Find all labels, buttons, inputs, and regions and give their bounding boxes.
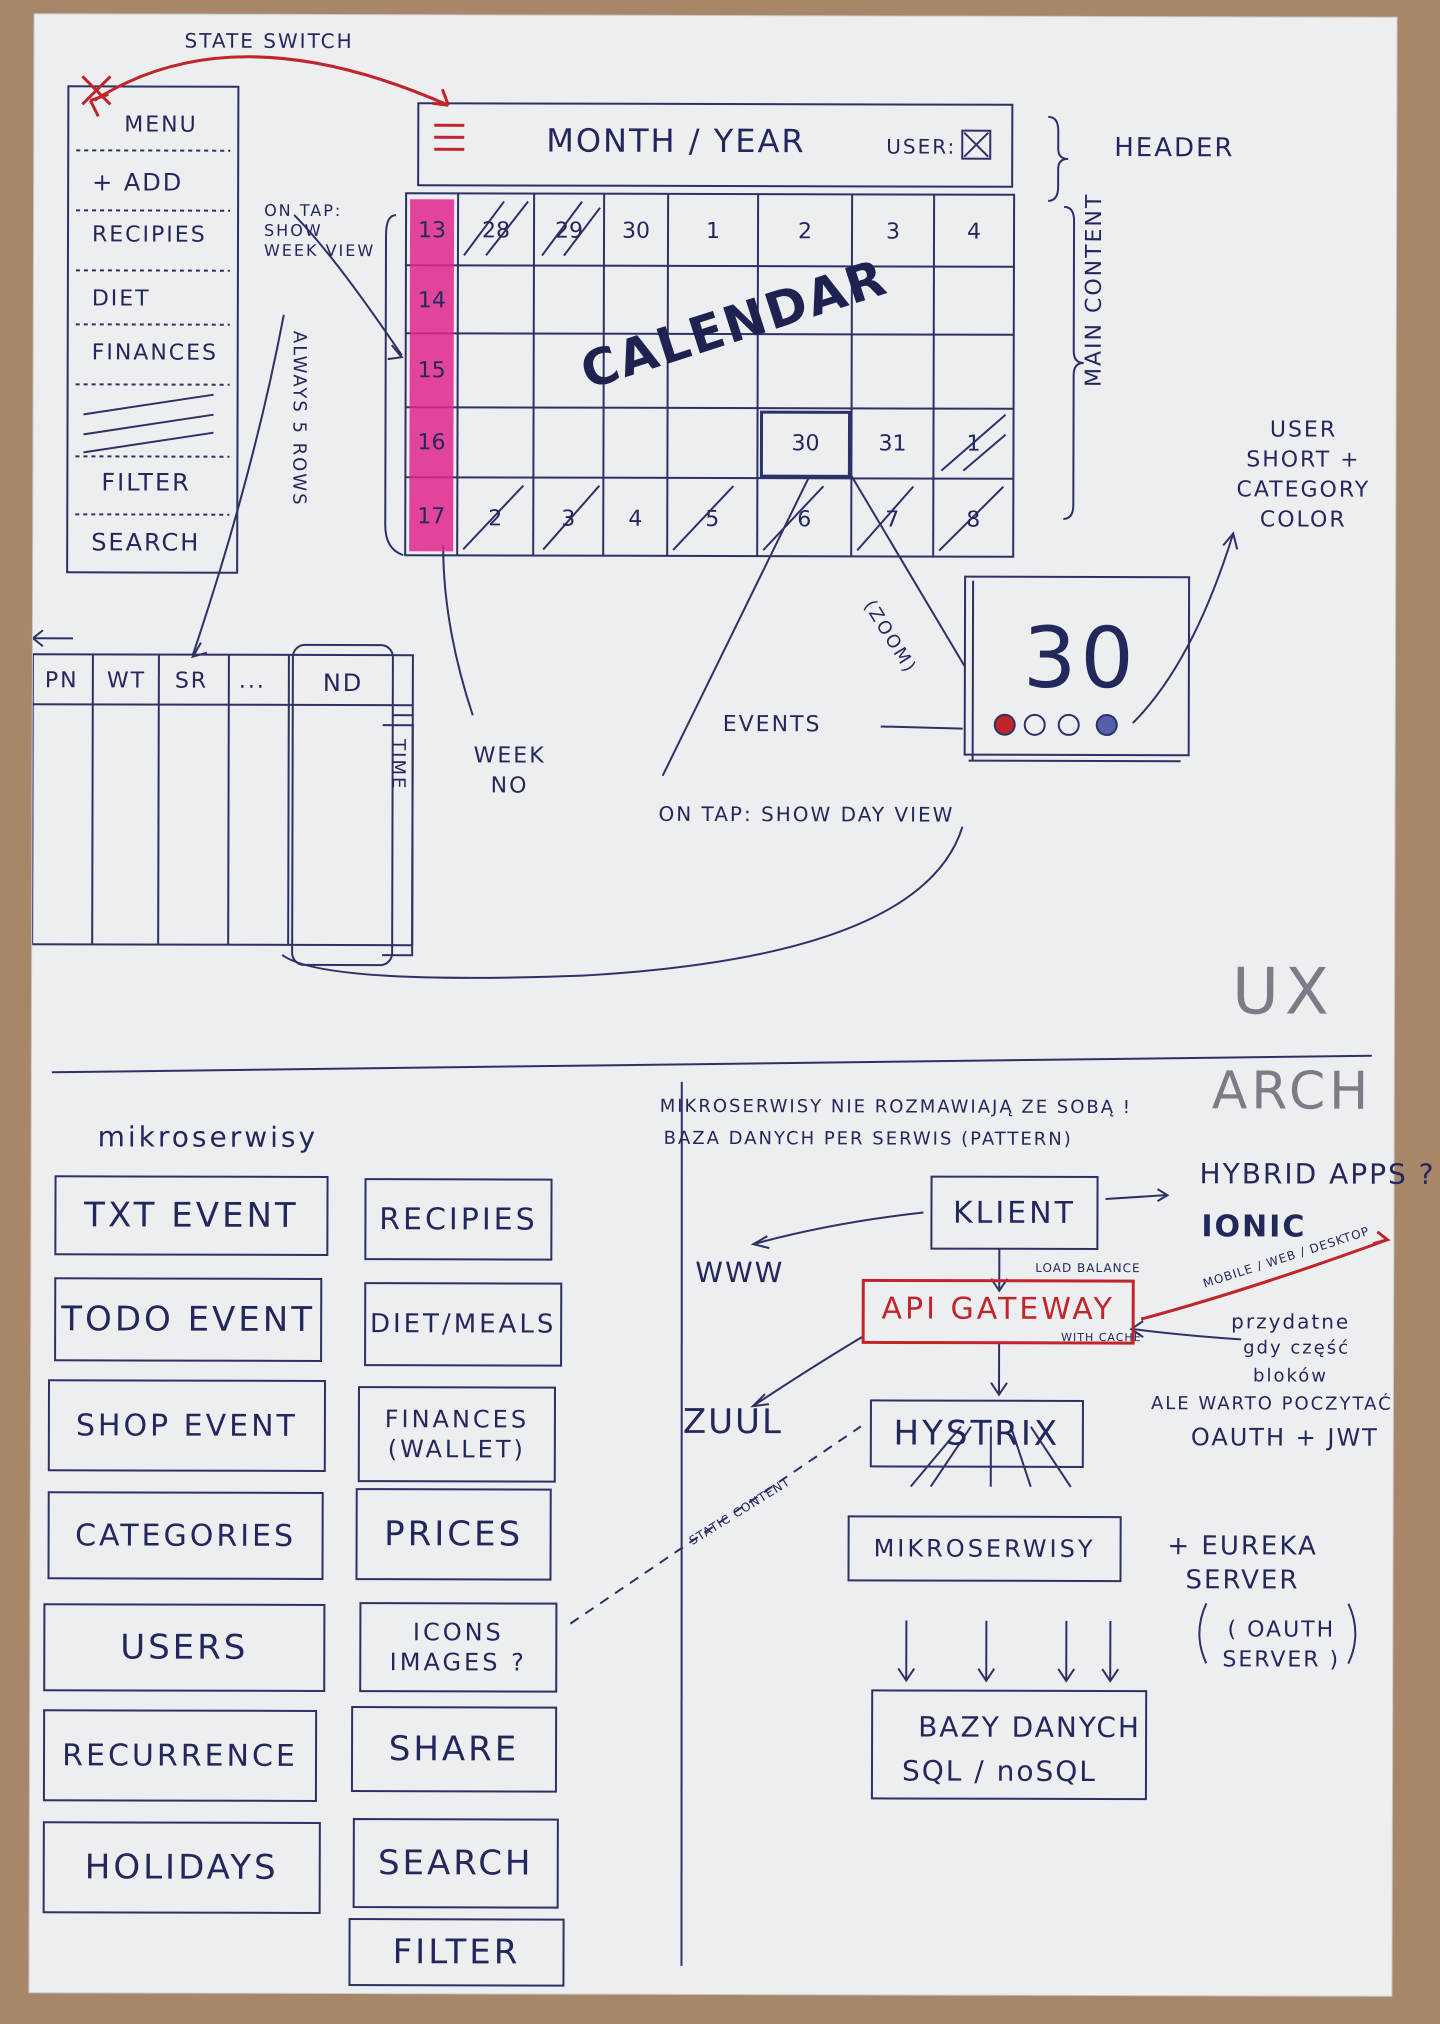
calendar-day[interactable]: 1 <box>705 218 721 244</box>
arch-note-line1: MIKROSERWISY NIE ROZMAWIAJĄ ZE SOBĄ ! <box>659 1095 1133 1119</box>
calendar-day[interactable]: 3 <box>561 506 576 532</box>
service-box[interactable]: ICONS IMAGES ? <box>389 1618 527 1677</box>
microservices-title: mikroserwisy <box>97 1120 319 1154</box>
week-header: ND <box>322 668 364 698</box>
note-events: EVENTS <box>722 712 822 738</box>
menu-item-filter[interactable]: FILTER <box>101 468 191 497</box>
service-box[interactable]: USERS <box>120 1627 249 1668</box>
note-on-tap-day: ON TAP: SHOW DAY VIEW <box>658 801 955 827</box>
calendar-day[interactable]: 2 <box>797 218 813 244</box>
mikroserwisy-box[interactable]: MIKROSERWISY <box>873 1534 1096 1564</box>
week-number[interactable]: 17 <box>417 503 446 529</box>
calendar-day[interactable]: 6 <box>797 506 812 532</box>
arch-note-line2: BAZA DANYCH PER SERWIS (PATTERN) <box>663 1127 1073 1150</box>
eureka-label: + EUREKA SERVER <box>1167 1531 1318 1596</box>
section-ux-label: UX <box>1231 955 1335 1030</box>
menu-item-add[interactable]: + ADD <box>92 168 184 197</box>
arch-note-right: OAUTH + JWT <box>1190 1423 1379 1452</box>
www-label: WWW <box>695 1255 785 1290</box>
calendar-day[interactable]: 28 <box>481 217 511 243</box>
hystrix-box[interactable]: HYSTRIX <box>893 1413 1061 1454</box>
service-box[interactable]: RECURRENCE <box>62 1737 298 1774</box>
note-time: TIME <box>387 739 409 791</box>
klient-box[interactable]: KLIENT <box>952 1195 1076 1231</box>
calendar-day[interactable]: 3 <box>885 218 901 244</box>
paper-sheet: STATE SWITCH MENU + ADD RECIPIES DIET FI… <box>29 14 1436 1996</box>
service-box[interactable]: CATEGORIES <box>75 1517 297 1554</box>
sketch-lines <box>31 55 1391 1987</box>
note-user-short: USER SHORT + CATEGORY COLOR <box>1236 417 1371 533</box>
note-always-5-rows: ALWAYS 5 ROWS <box>288 330 310 507</box>
arch-note-right: bloków <box>1253 1365 1329 1387</box>
arch-note-right: przydatne <box>1231 1309 1351 1334</box>
load-balance-label: LOAD BALANCE <box>1035 1260 1141 1276</box>
week-header: SR <box>174 668 209 694</box>
week-header: PN <box>44 668 79 694</box>
calendar-day[interactable]: 5 <box>705 506 720 532</box>
service-box[interactable]: SEARCH <box>377 1843 534 1884</box>
service-box[interactable]: FINANCES (WALLET) <box>384 1405 530 1464</box>
db-label-line1: BAZY DANYCH <box>918 1710 1142 1745</box>
calendar-day[interactable]: 2 <box>488 505 503 531</box>
header-user[interactable]: USER: <box>886 134 957 159</box>
menu-item-search[interactable]: SEARCH <box>91 528 201 557</box>
arch-note-right: gdy część <box>1243 1337 1351 1359</box>
week-header: ... <box>238 668 266 694</box>
zuul-label: ZUUL <box>682 1401 783 1443</box>
week-header: WT <box>106 668 147 694</box>
menu-item-diet[interactable]: DIET <box>91 286 151 312</box>
note-week-no: WEEK NO <box>473 743 546 799</box>
calendar-day[interactable]: 4 <box>966 219 982 245</box>
service-box[interactable]: TODO EVENT <box>61 1299 316 1340</box>
header-label: HEADER <box>1114 133 1235 164</box>
service-box[interactable]: DIET/MEALS <box>369 1309 557 1340</box>
ionic-label: IONIC <box>1201 1209 1307 1245</box>
service-box[interactable]: TXT EVENT <box>84 1195 299 1236</box>
hybrid-apps-label: HYBRID APPS ? <box>1199 1157 1436 1191</box>
service-box[interactable]: RECIPIES <box>379 1201 538 1238</box>
calendar-day[interactable]: 31 <box>878 430 907 457</box>
service-box[interactable]: FILTER <box>392 1932 521 1973</box>
week-number[interactable]: 14 <box>417 287 446 313</box>
week-number[interactable]: 15 <box>417 357 446 383</box>
header-title: MONTH / YEAR <box>546 121 806 161</box>
menu-title: MENU <box>124 112 198 138</box>
api-gateway-box[interactable]: API GATEWAY <box>881 1290 1115 1327</box>
calendar-day[interactable]: 29 <box>554 218 584 244</box>
calendar-day[interactable]: 7 <box>885 506 900 532</box>
oauth-label: ( OAUTH SERVER ) <box>1222 1617 1341 1673</box>
section-arch-label: ARCH <box>1211 1061 1373 1122</box>
menu-item-recipies[interactable]: RECIPIES <box>91 222 207 248</box>
calendar-day[interactable]: 4 <box>628 506 643 532</box>
note-on-tap-week: ON TAP: SHOW WEEK VIEW <box>263 200 376 261</box>
arch-note-right: ALE WARTO POCZYTAĆ <box>1150 1393 1393 1415</box>
calendar-day[interactable]: 30 <box>621 218 651 244</box>
service-box[interactable]: SHOP EVENT <box>75 1407 298 1444</box>
zoom-day-number: 30 <box>1022 608 1138 708</box>
service-box[interactable]: PRICES <box>384 1514 524 1555</box>
calendar-day[interactable]: 1 <box>966 431 981 457</box>
service-box[interactable]: HOLIDAYS <box>84 1847 279 1888</box>
db-label-line2: SQL / noSQL <box>901 1754 1097 1789</box>
menu-item-finances[interactable]: FINANCES <box>91 340 219 366</box>
state-switch-label: STATE SWITCH <box>184 28 354 54</box>
week-number[interactable]: 16 <box>417 429 446 455</box>
main-content-label: MAIN CONTENT <box>1081 192 1108 388</box>
with-cache-label: WITH CACHE <box>1061 1330 1142 1345</box>
week-number[interactable]: 13 <box>417 217 447 243</box>
calendar-day[interactable]: 8 <box>966 507 981 533</box>
service-box[interactable]: SHARE <box>388 1729 520 1770</box>
calendar-day-selected[interactable]: 30 <box>791 430 820 456</box>
